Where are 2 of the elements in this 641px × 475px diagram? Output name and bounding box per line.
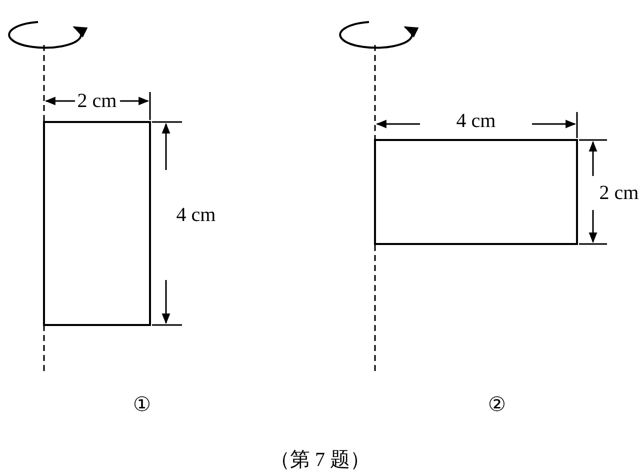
- rectangle: [43, 121, 151, 326]
- rectangle: [374, 139, 578, 245]
